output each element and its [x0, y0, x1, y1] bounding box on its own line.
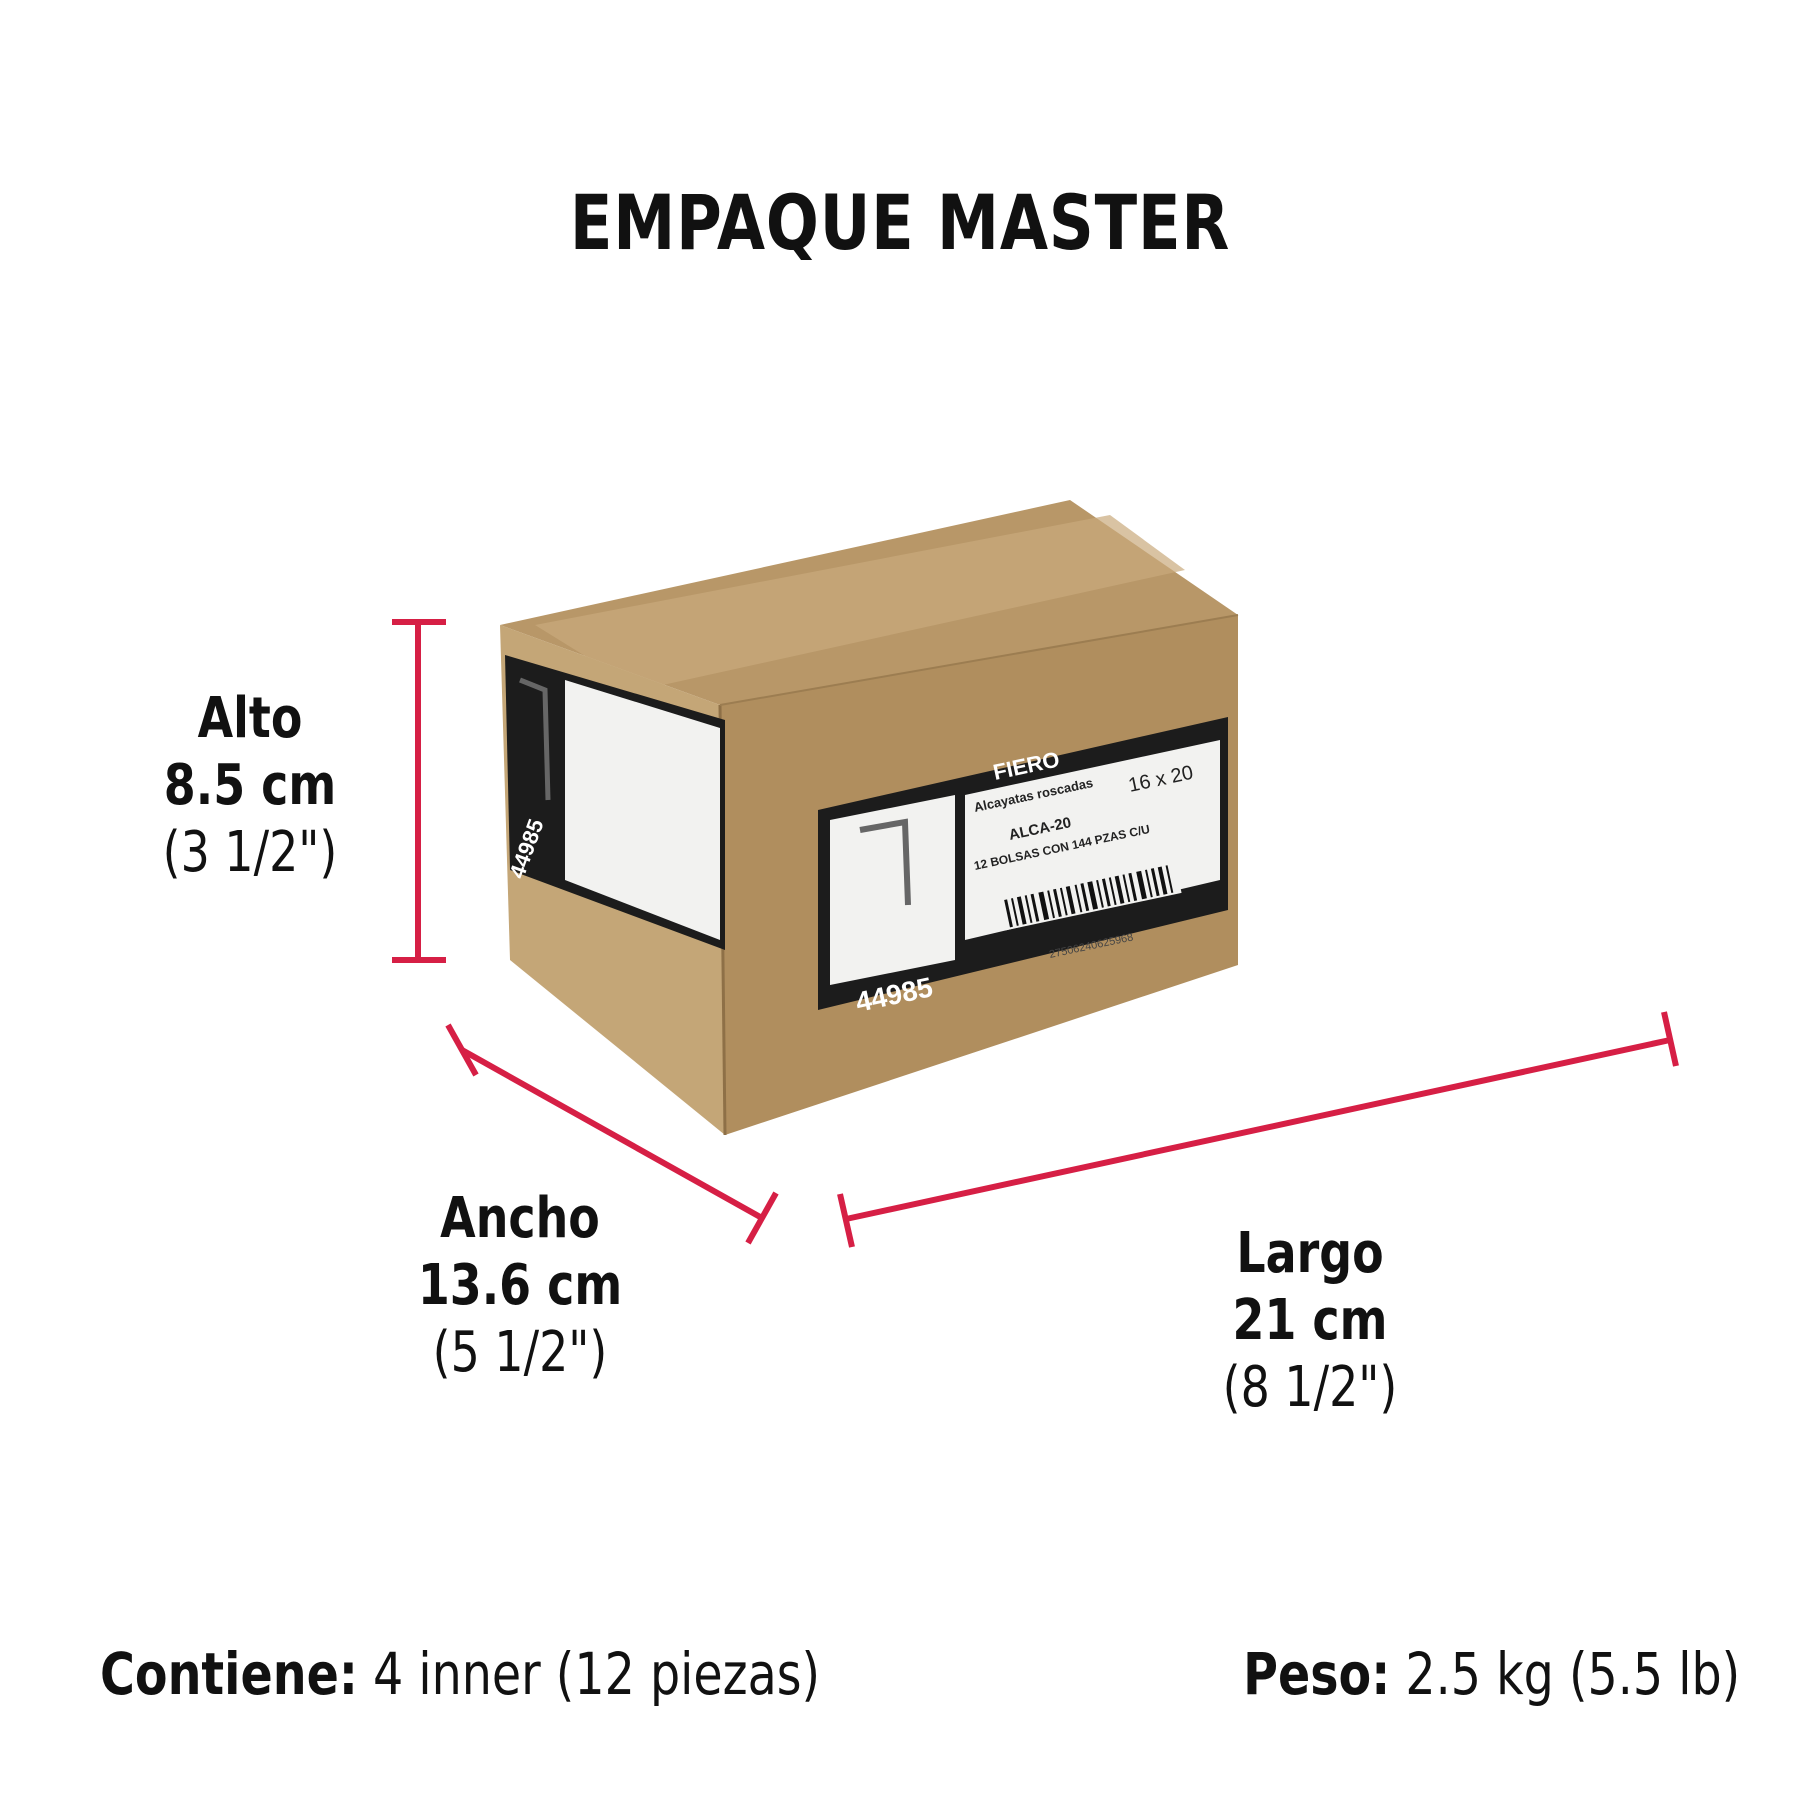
alto-metric: 8.5 cm: [163, 753, 337, 819]
largo-dimension: Largo 21 cm (8 1/2"): [1187, 1220, 1433, 1422]
hook-image-panel: [830, 795, 955, 985]
alto-label: Alto: [197, 686, 303, 751]
ancho-dimension: Ancho 13.6 cm (5 1/2"): [397, 1185, 643, 1387]
page-title: EMPAQUE MASTER: [569, 178, 1231, 267]
peso-label: Peso:: [1242, 1640, 1391, 1708]
alto-measure-line: [392, 619, 446, 963]
largo-measure-line: [837, 1011, 1679, 1248]
ancho-metric: 13.6 cm: [417, 1253, 623, 1319]
ancho-measure-line: [445, 1023, 779, 1245]
side-label-white-panel: [565, 680, 720, 940]
ancho-label: Ancho: [440, 1186, 600, 1251]
alto-imperial: (3 1/2"): [162, 820, 338, 886]
hook-icon: [859, 818, 911, 906]
weight-info: Peso: 2.5 kg (5.5 lb): [1243, 1640, 1740, 1708]
barcode: [998, 861, 1182, 931]
side-product-label: 44985: [504, 655, 725, 950]
contiene-value: 4 inner (12 piezas): [372, 1640, 821, 1708]
ancho-imperial: (5 1/2"): [432, 1320, 608, 1386]
contiene-label: Contiene:: [100, 1640, 358, 1708]
alto-dimension: Alto 8.5 cm (3 1/2"): [143, 685, 356, 887]
contents-info: Contiene: 4 inner (12 piezas): [100, 1640, 820, 1708]
largo-imperial: (8 1/2"): [1222, 1355, 1398, 1421]
peso-value: 2.5 kg (5.5 lb): [1405, 1640, 1740, 1708]
largo-label: Largo: [1236, 1221, 1384, 1286]
front-product-label: FIERO Alcayatas roscadas 16 x 20 ALCA-20…: [818, 717, 1228, 1018]
cardboard-box: FIERO Alcayatas roscadas 16 x 20 ALCA-20…: [500, 500, 1239, 1136]
packing-tape: [535, 515, 1185, 690]
largo-metric: 21 cm: [1232, 1288, 1388, 1354]
side-hook-icon: [519, 677, 551, 801]
